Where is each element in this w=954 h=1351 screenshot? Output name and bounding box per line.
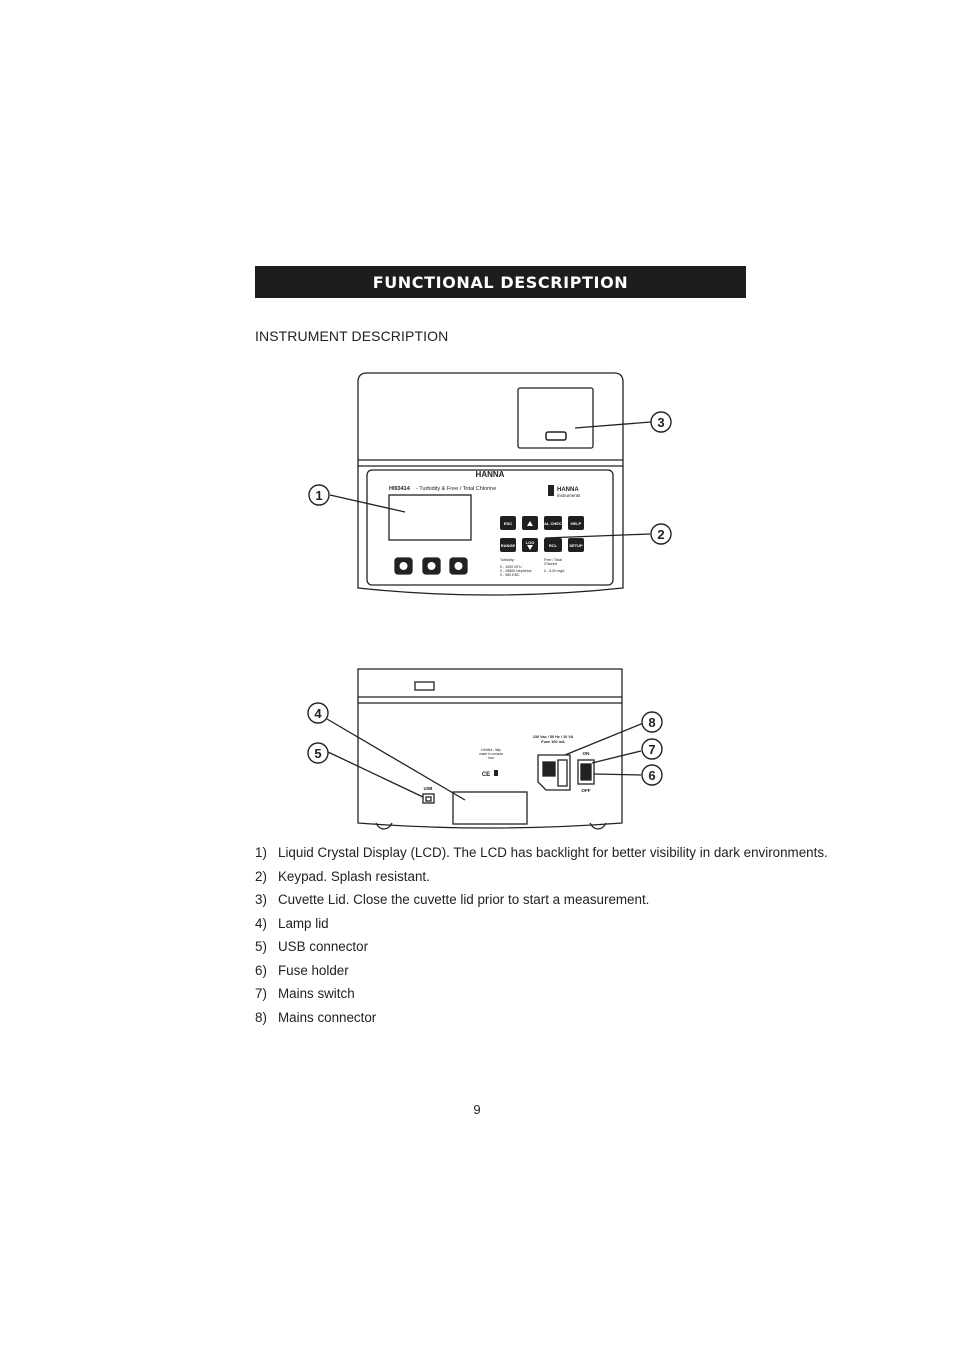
callout-circle-7	[641, 738, 663, 760]
specs-left: Turbidity: 0 - 1000 NTU 0 - 26800 Nephel…	[500, 558, 532, 577]
callout-1: 1	[315, 488, 322, 503]
key-range: RANGE	[501, 543, 516, 548]
callout-7: 7	[648, 742, 655, 757]
brand-logo-front: HANNA	[476, 470, 505, 479]
callout-circle-2	[650, 523, 672, 545]
list-item: 7)Mains switch	[255, 986, 355, 1001]
model-description: - Turbidity & Free / Total Chlorine	[416, 486, 496, 492]
rear-view: USB 230 Vac / 50 Hz / 10 VA Fuse 100 mA …	[357, 668, 623, 830]
brand-full: HANNA	[557, 487, 579, 493]
section-title-bar: FUNCTIONAL DESCRIPTION	[255, 266, 746, 298]
callout-circle-8	[641, 711, 663, 733]
callout-circle-4	[307, 702, 329, 724]
power-rating: 230 Vac / 50 Hz / 10 VA	[533, 735, 574, 739]
callout-5: 5	[314, 746, 321, 761]
callout-circle-5	[307, 742, 329, 764]
brand-mark-icon	[548, 485, 554, 496]
section-title: FUNCTIONAL DESCRIPTION	[372, 272, 629, 292]
rear-label-line-1: HANNA - Italy	[481, 748, 501, 752]
key-log: LOG	[526, 540, 535, 545]
usb-connector	[422, 793, 435, 804]
key-cal-check: CAL CHECK	[541, 521, 565, 526]
list-item: 8)Mains connector	[255, 1009, 377, 1025]
svg-text:Turbidity:: Turbidity:	[500, 558, 515, 562]
component-list: 1)Liquid Crystal Display (LCD). The LCD …	[255, 843, 828, 1031]
weee-bin-icon	[494, 770, 498, 776]
lamp-lid	[452, 791, 528, 825]
usb-label: USB	[424, 786, 433, 791]
callout-4: 4	[314, 706, 322, 721]
list-item: 3)Cuvette Lid. Close the cuvette lid pri…	[255, 892, 650, 907]
callout-2: 2	[657, 527, 664, 542]
soft-keys	[394, 557, 468, 575]
switch-on-label: ON	[583, 751, 591, 756]
callout-circle-6	[641, 764, 663, 786]
svg-text:0 - 1000 NTU: 0 - 1000 NTU	[500, 565, 522, 569]
svg-text:Free / Total: Free / Total	[544, 558, 562, 562]
key-help: HELP	[571, 521, 582, 526]
rear-label-line-2: made in romania	[479, 752, 503, 756]
callout-circle-1	[308, 484, 330, 506]
mains-switch	[577, 759, 595, 785]
key-setup: SETUP	[569, 543, 583, 548]
key-rcl: RCL	[549, 543, 558, 548]
list-item: 6)Fuse holder	[255, 962, 349, 978]
subsection-title: INSTRUMENT DESCRIPTION	[255, 328, 449, 344]
fuse-rating: Fuse 100 mA	[541, 740, 565, 744]
svg-text:0 - 26800 Nephelos: 0 - 26800 Nephelos	[500, 569, 532, 573]
down-arrow-icon	[527, 545, 533, 550]
keypad	[500, 516, 584, 552]
key-esc: ESC	[504, 521, 512, 526]
up-arrow-icon	[527, 521, 533, 526]
mains-connector	[537, 754, 571, 791]
list-item: 4)Lamp lid	[255, 915, 329, 931]
ce-mark: CE	[482, 772, 490, 778]
list-item: 1)Liquid Crystal Display (LCD). The LCD …	[255, 845, 828, 860]
callout-circle-3	[650, 411, 672, 433]
model-name: HI93414	[389, 486, 411, 492]
list-item: 5)USB connector	[255, 939, 369, 954]
page-number: 9	[473, 1102, 481, 1117]
list-item: 2)Keypad. Splash resistant.	[255, 868, 430, 884]
svg-text:0 - 5.00 mg/L: 0 - 5.00 mg/L	[544, 569, 565, 573]
callout-8: 8	[648, 715, 655, 730]
callout-6: 6	[648, 768, 655, 783]
specs-right: Free / Total Chlorine 0 - 5.00 mg/L	[544, 558, 565, 573]
rear-label-line-3: Inox	[488, 756, 494, 760]
cuvette-lid	[517, 387, 594, 449]
svg-text:0 - 980 EBC: 0 - 980 EBC	[500, 573, 520, 577]
brand-full-sub: instruments	[557, 493, 581, 498]
switch-off-label: OFF	[581, 788, 590, 793]
front-view: ESC CAL CHECK HELP RANGE LOG RCL SETUP H…	[357, 372, 624, 596]
svg-text:Chlorine: Chlorine	[544, 562, 557, 566]
lcd-display	[388, 494, 472, 541]
callout-3: 3	[657, 415, 664, 430]
callouts: 1 2 3 4 5 6 7 8	[307, 411, 672, 801]
